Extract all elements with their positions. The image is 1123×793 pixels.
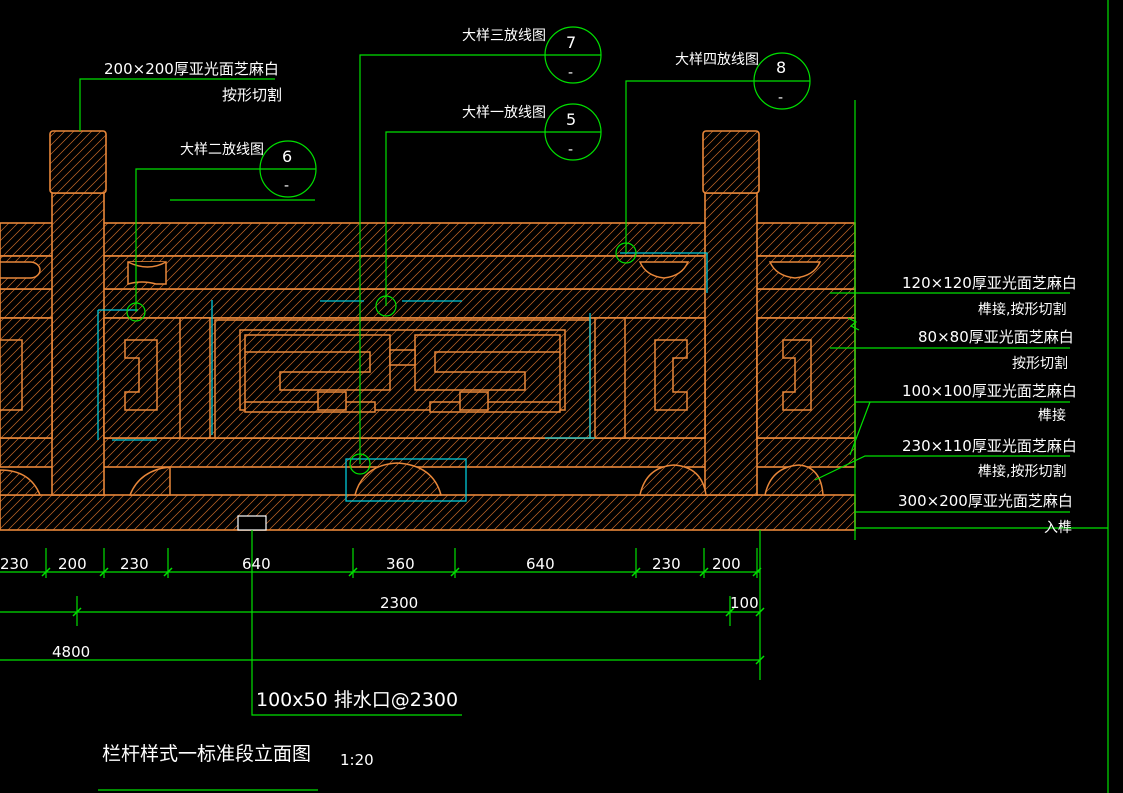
- dim-200-b: 200: [712, 555, 741, 573]
- dim-2300: 2300: [380, 594, 418, 612]
- dim-640-a: 640: [242, 555, 271, 573]
- drain-note: 100x50 排水口@2300: [256, 689, 458, 711]
- detail-6-number: 6: [282, 147, 292, 166]
- note-4-material: 230×110厚亚光面芝麻白: [902, 437, 1077, 455]
- post-left: [51, 192, 105, 496]
- note-1-material: 120×120厚亚光面芝麻白: [902, 274, 1077, 292]
- detail-6-label: 大样二放线图: [180, 142, 264, 158]
- detail-7-label: 大样三放线图: [462, 28, 546, 44]
- lower-vase-blocks: [0, 462, 824, 496]
- detail-6-sub: -: [284, 178, 289, 194]
- note-2-material: 80×80厚亚光面芝麻白: [918, 328, 1074, 346]
- note-1-detail: 榫接,按形切割: [978, 301, 1066, 318]
- note-5-material: 300×200厚亚光面芝麻白: [898, 492, 1073, 510]
- note-3-material: 100×100厚亚光面芝麻白: [902, 382, 1077, 400]
- dim-230-a: 230: [0, 555, 29, 573]
- detail-8-sub: -: [778, 90, 783, 106]
- dim-4800: 4800: [52, 643, 90, 661]
- detail-5-sub: -: [568, 142, 573, 158]
- dim-230-c: 230: [652, 555, 681, 573]
- detail-8-number: 8: [776, 58, 786, 77]
- detail-5-number: 5: [566, 110, 576, 129]
- note-4-detail: 榫接,按形切割: [978, 463, 1066, 480]
- upper-vase-blocks: [0, 261, 822, 285]
- top-left-material-text: 200×200厚亚光面芝麻白: [104, 60, 279, 78]
- detail-boundaries: [97, 252, 708, 502]
- note-5-detail: 入榫: [1044, 520, 1072, 536]
- detail-5-label: 大样一放线图: [462, 105, 546, 121]
- dim-360: 360: [386, 555, 415, 573]
- dim-640-b: 640: [526, 555, 555, 573]
- callout-texts: 200×200厚亚光面芝麻白 按形切割 大样二放线图 6 - 大样三放线图 7 …: [104, 28, 786, 194]
- dim-200-a: 200: [58, 555, 87, 573]
- detail-8-label: 大样四放线图: [675, 52, 759, 68]
- note-3-detail: 榫接: [1038, 407, 1066, 424]
- post-cap-right: [702, 130, 760, 194]
- dim-230-b: 230: [120, 555, 149, 573]
- fret-pattern: [0, 317, 812, 439]
- detail-7-sub: -: [568, 65, 573, 81]
- drawing-scale: 1:20: [340, 751, 374, 769]
- dimension-ticks: [41, 567, 765, 665]
- detail-7-number: 7: [566, 33, 576, 52]
- dimension-texts: 230 200 230 640 360 640 230 200 2300 100…: [0, 555, 759, 661]
- top-left-cut-text: 按形切割: [222, 86, 282, 104]
- post-right: [704, 192, 758, 496]
- note-2-detail: 按形切割: [1012, 355, 1068, 372]
- drawing-title: 栏杆样式一标准段立面图: [102, 743, 311, 765]
- dim-100: 100: [730, 594, 759, 612]
- right-notes: 120×120厚亚光面芝麻白 榫接,按形切割 80×80厚亚光面芝麻白 按形切割…: [898, 274, 1077, 536]
- base-beam: [0, 494, 856, 531]
- drain-opening: [237, 515, 267, 531]
- post-cap-left: [49, 130, 107, 194]
